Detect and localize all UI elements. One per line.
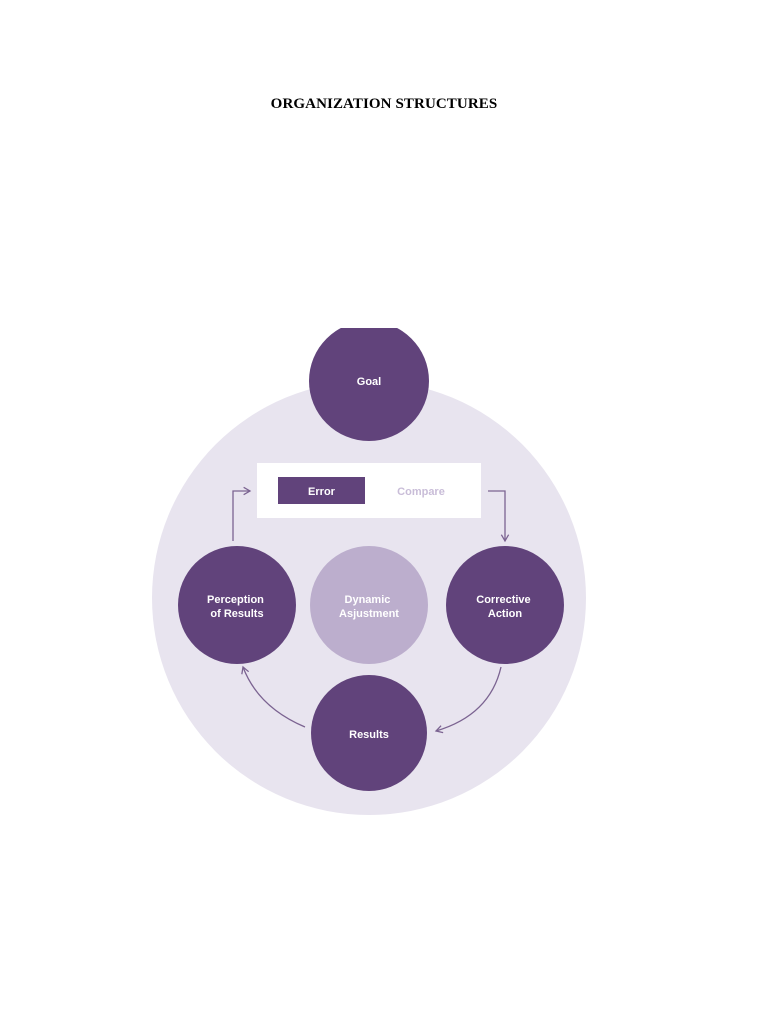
goal-node <box>309 328 429 441</box>
goal-label: Goal <box>357 376 381 388</box>
dynamic-adjustment-node <box>310 546 428 664</box>
arrow-perception-to-compare <box>232 486 252 541</box>
dynamic-adjustment-label: Dynamic Asjustment <box>339 594 399 620</box>
error-badge <box>278 477 365 504</box>
results-label: Results <box>349 729 389 741</box>
perception-node <box>178 546 296 664</box>
compare-label: Compare <box>397 486 445 498</box>
corrective-action-node <box>446 546 564 664</box>
arrow-compare-to-corrective <box>488 490 510 543</box>
page-title: ORGANIZATION STRUCTURES <box>270 96 498 112</box>
perception-label: Perception of Results <box>207 594 267 620</box>
arrow-results-to-perception <box>241 665 306 728</box>
arrow-corrective-to-results <box>434 666 502 734</box>
corrective-action-label: Corrective Action <box>476 594 533 620</box>
error-label: Error <box>308 486 336 498</box>
results-node <box>311 675 427 791</box>
